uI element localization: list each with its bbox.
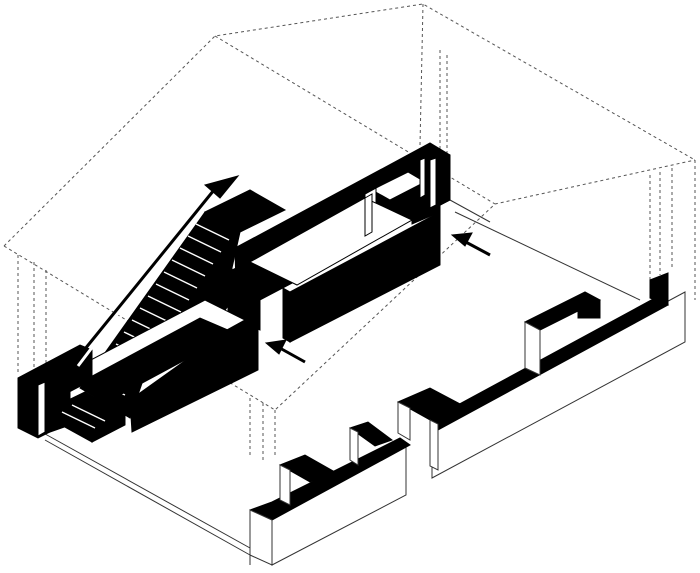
- inner-partition: [248, 193, 441, 343]
- stair-assembly: [66, 189, 287, 433]
- bottom-landing: [50, 391, 127, 443]
- entry-arrow-left: [264, 339, 306, 364]
- front-low-walls: [249, 272, 686, 566]
- ascent-arrow: [70, 175, 240, 367]
- entry-arrow-right: [450, 232, 491, 257]
- floor-outline: [37, 199, 641, 565]
